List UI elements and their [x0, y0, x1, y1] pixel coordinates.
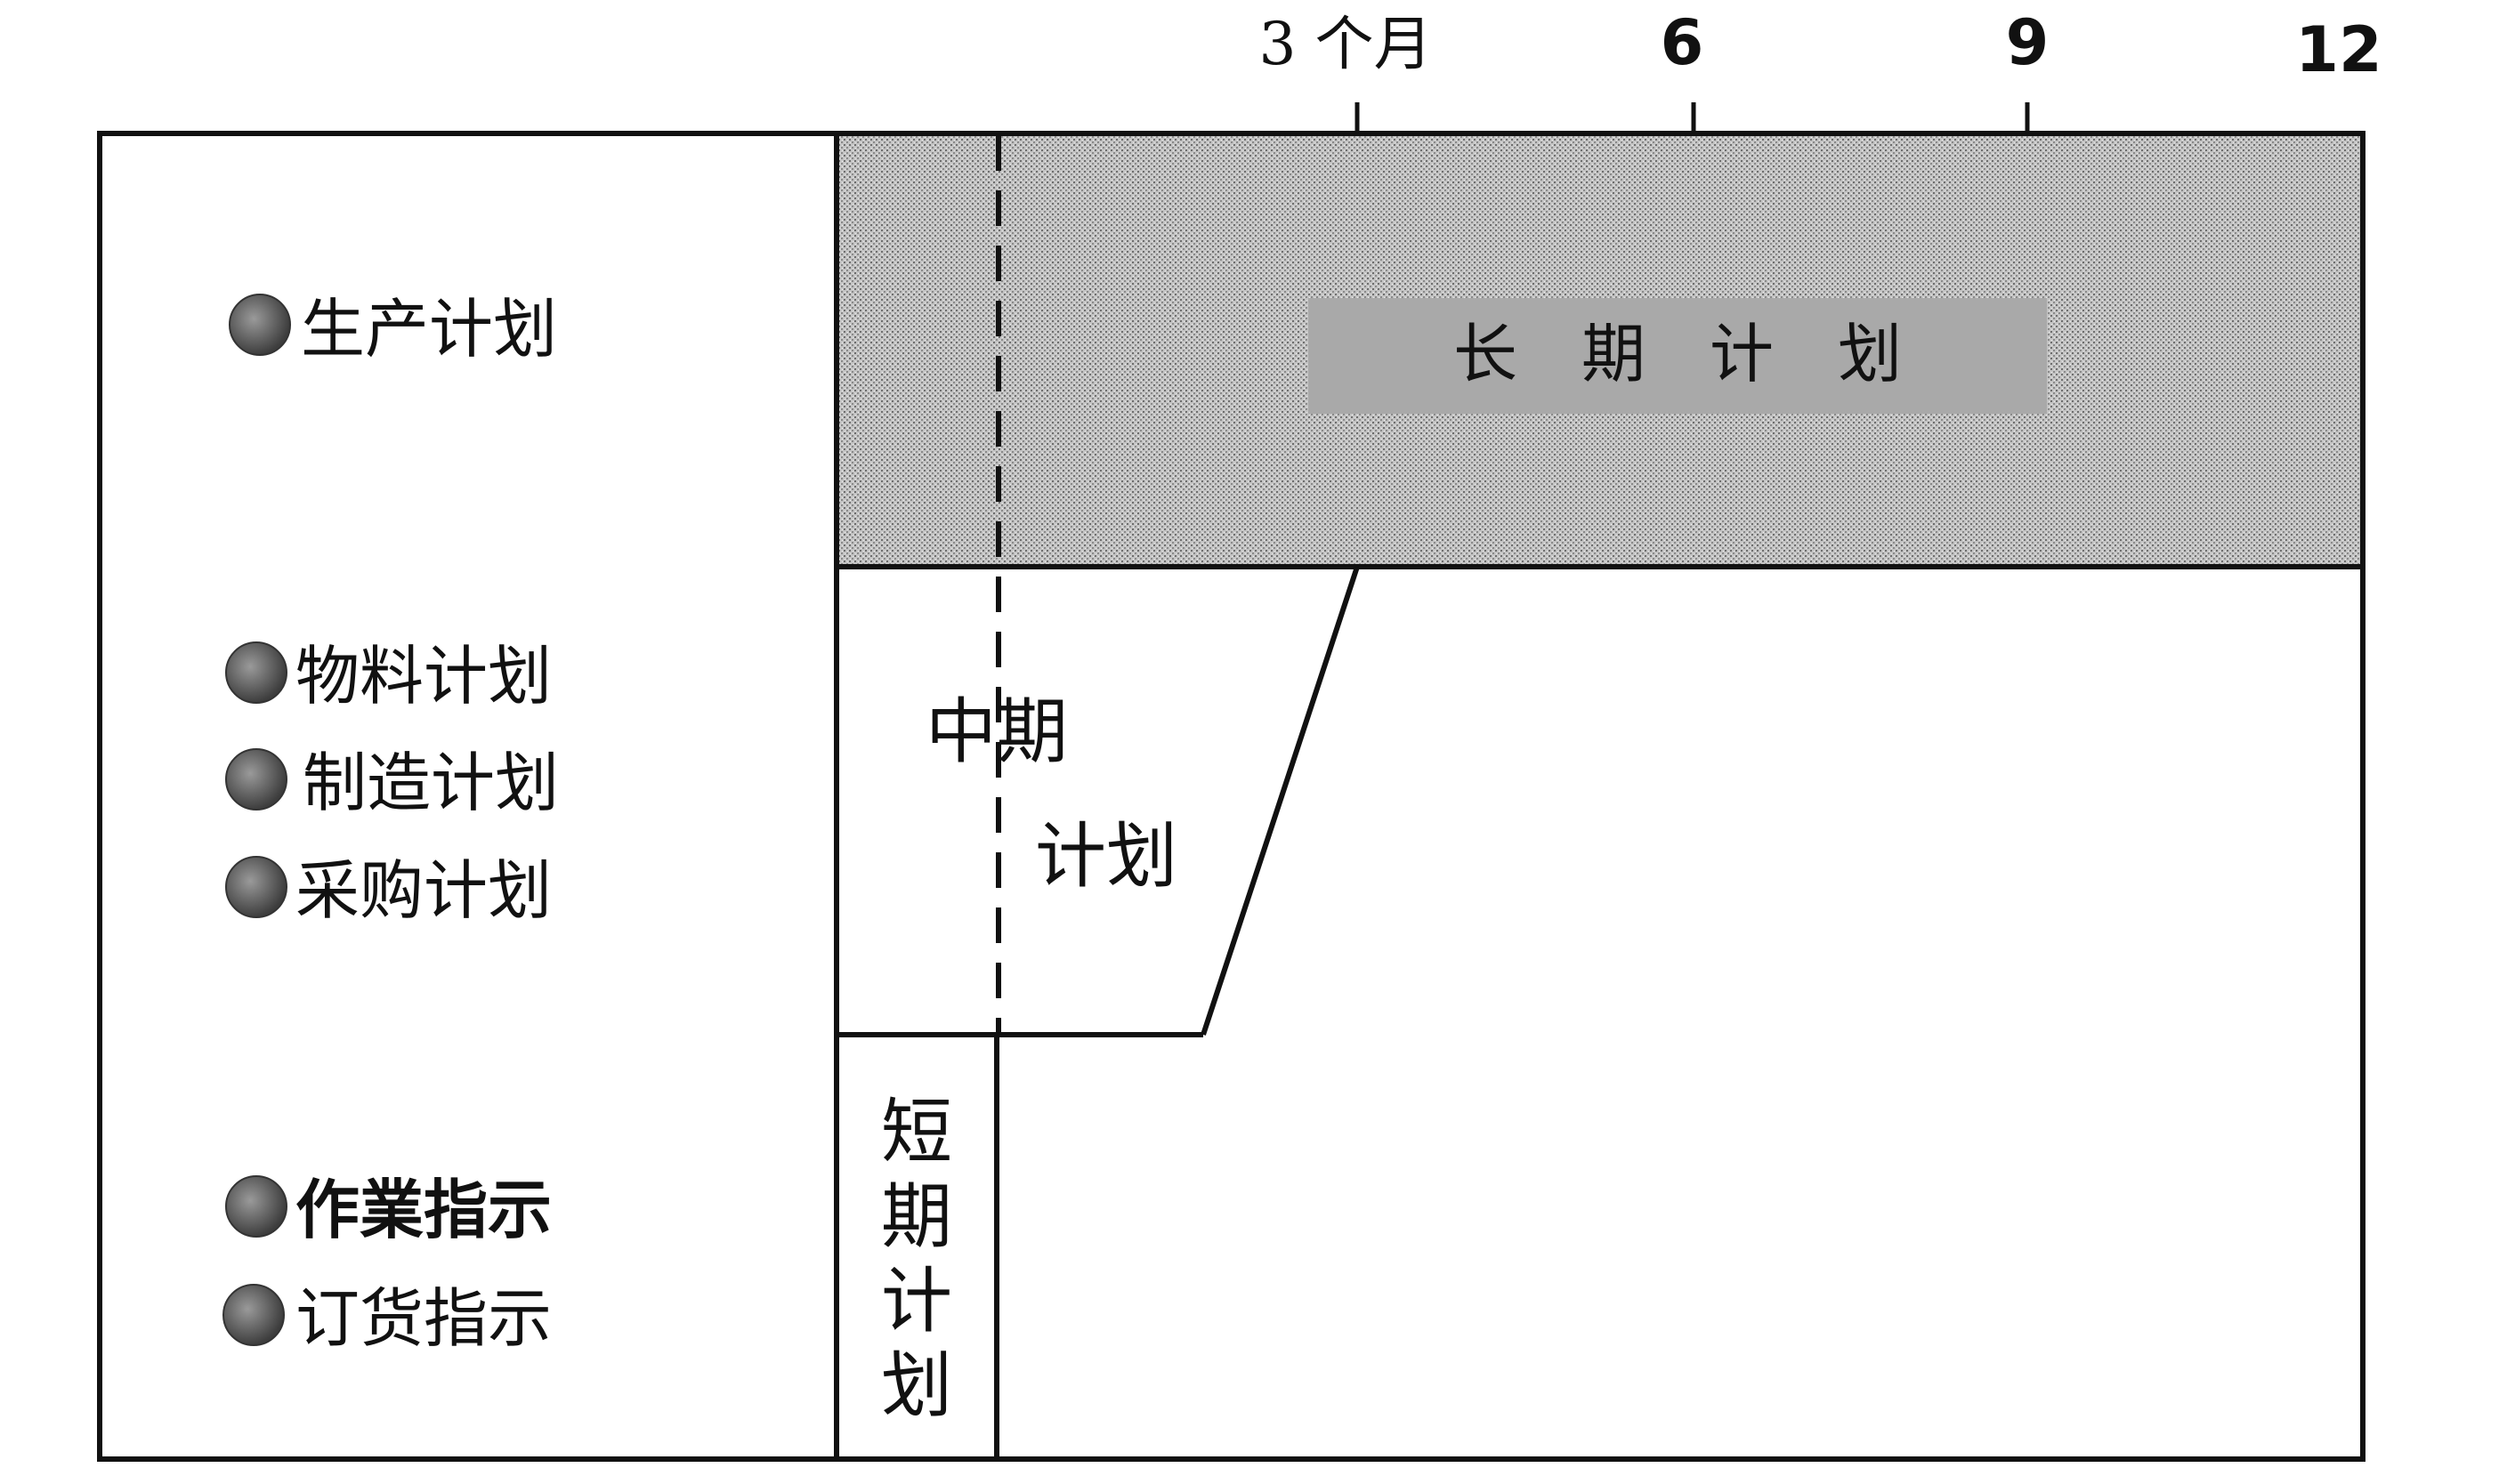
tick-label-6: 6 [1661, 6, 1704, 79]
long-term-label-bg [1308, 298, 2047, 414]
category-item-label: 物料计划 [295, 639, 552, 714]
category-item-label: 制造计划 [303, 746, 559, 820]
short-term-char: 计 [881, 1260, 952, 1343]
tick-label-9: 9 [2006, 6, 2050, 79]
bullet-icon [229, 294, 291, 356]
category-production: 生产计划 [229, 292, 557, 367]
short-term-char: 期 [881, 1175, 952, 1258]
category-materials: 物料计划 制造计划 采购计划 [225, 639, 559, 928]
bullet-icon [225, 1175, 287, 1238]
bullet-icon [225, 856, 287, 918]
mid-term-label-line1: 中期 [926, 690, 1068, 773]
bullet-icon [225, 641, 287, 704]
category-item-label: 采购计划 [295, 853, 552, 928]
short-term-char: 划 [881, 1344, 952, 1427]
mid-term-label-line2: 计划 [1035, 815, 1177, 898]
long-term-label: 长 期 计 划 [1453, 317, 1902, 391]
outer-frame [97, 131, 2365, 1462]
bullet-icon [225, 748, 287, 811]
category-item-label: 生产计划 [301, 292, 557, 367]
mid-term-slope [1201, 566, 1360, 1036]
category-instructions: 作業指示 订货指示 [222, 1173, 552, 1356]
category-item-label: 作業指示 [295, 1173, 552, 1247]
bullet-icon [222, 1284, 285, 1346]
tick-label-3: 3 个月 [1259, 10, 1433, 78]
short-term-char: 短 [881, 1091, 952, 1173]
tick-label-12: 12 [2295, 13, 2382, 86]
category-item-label: 订货指示 [295, 1281, 552, 1356]
axis-ticks [1355, 102, 2030, 133]
short-term-label: 短 期 计 划 [881, 1091, 952, 1427]
